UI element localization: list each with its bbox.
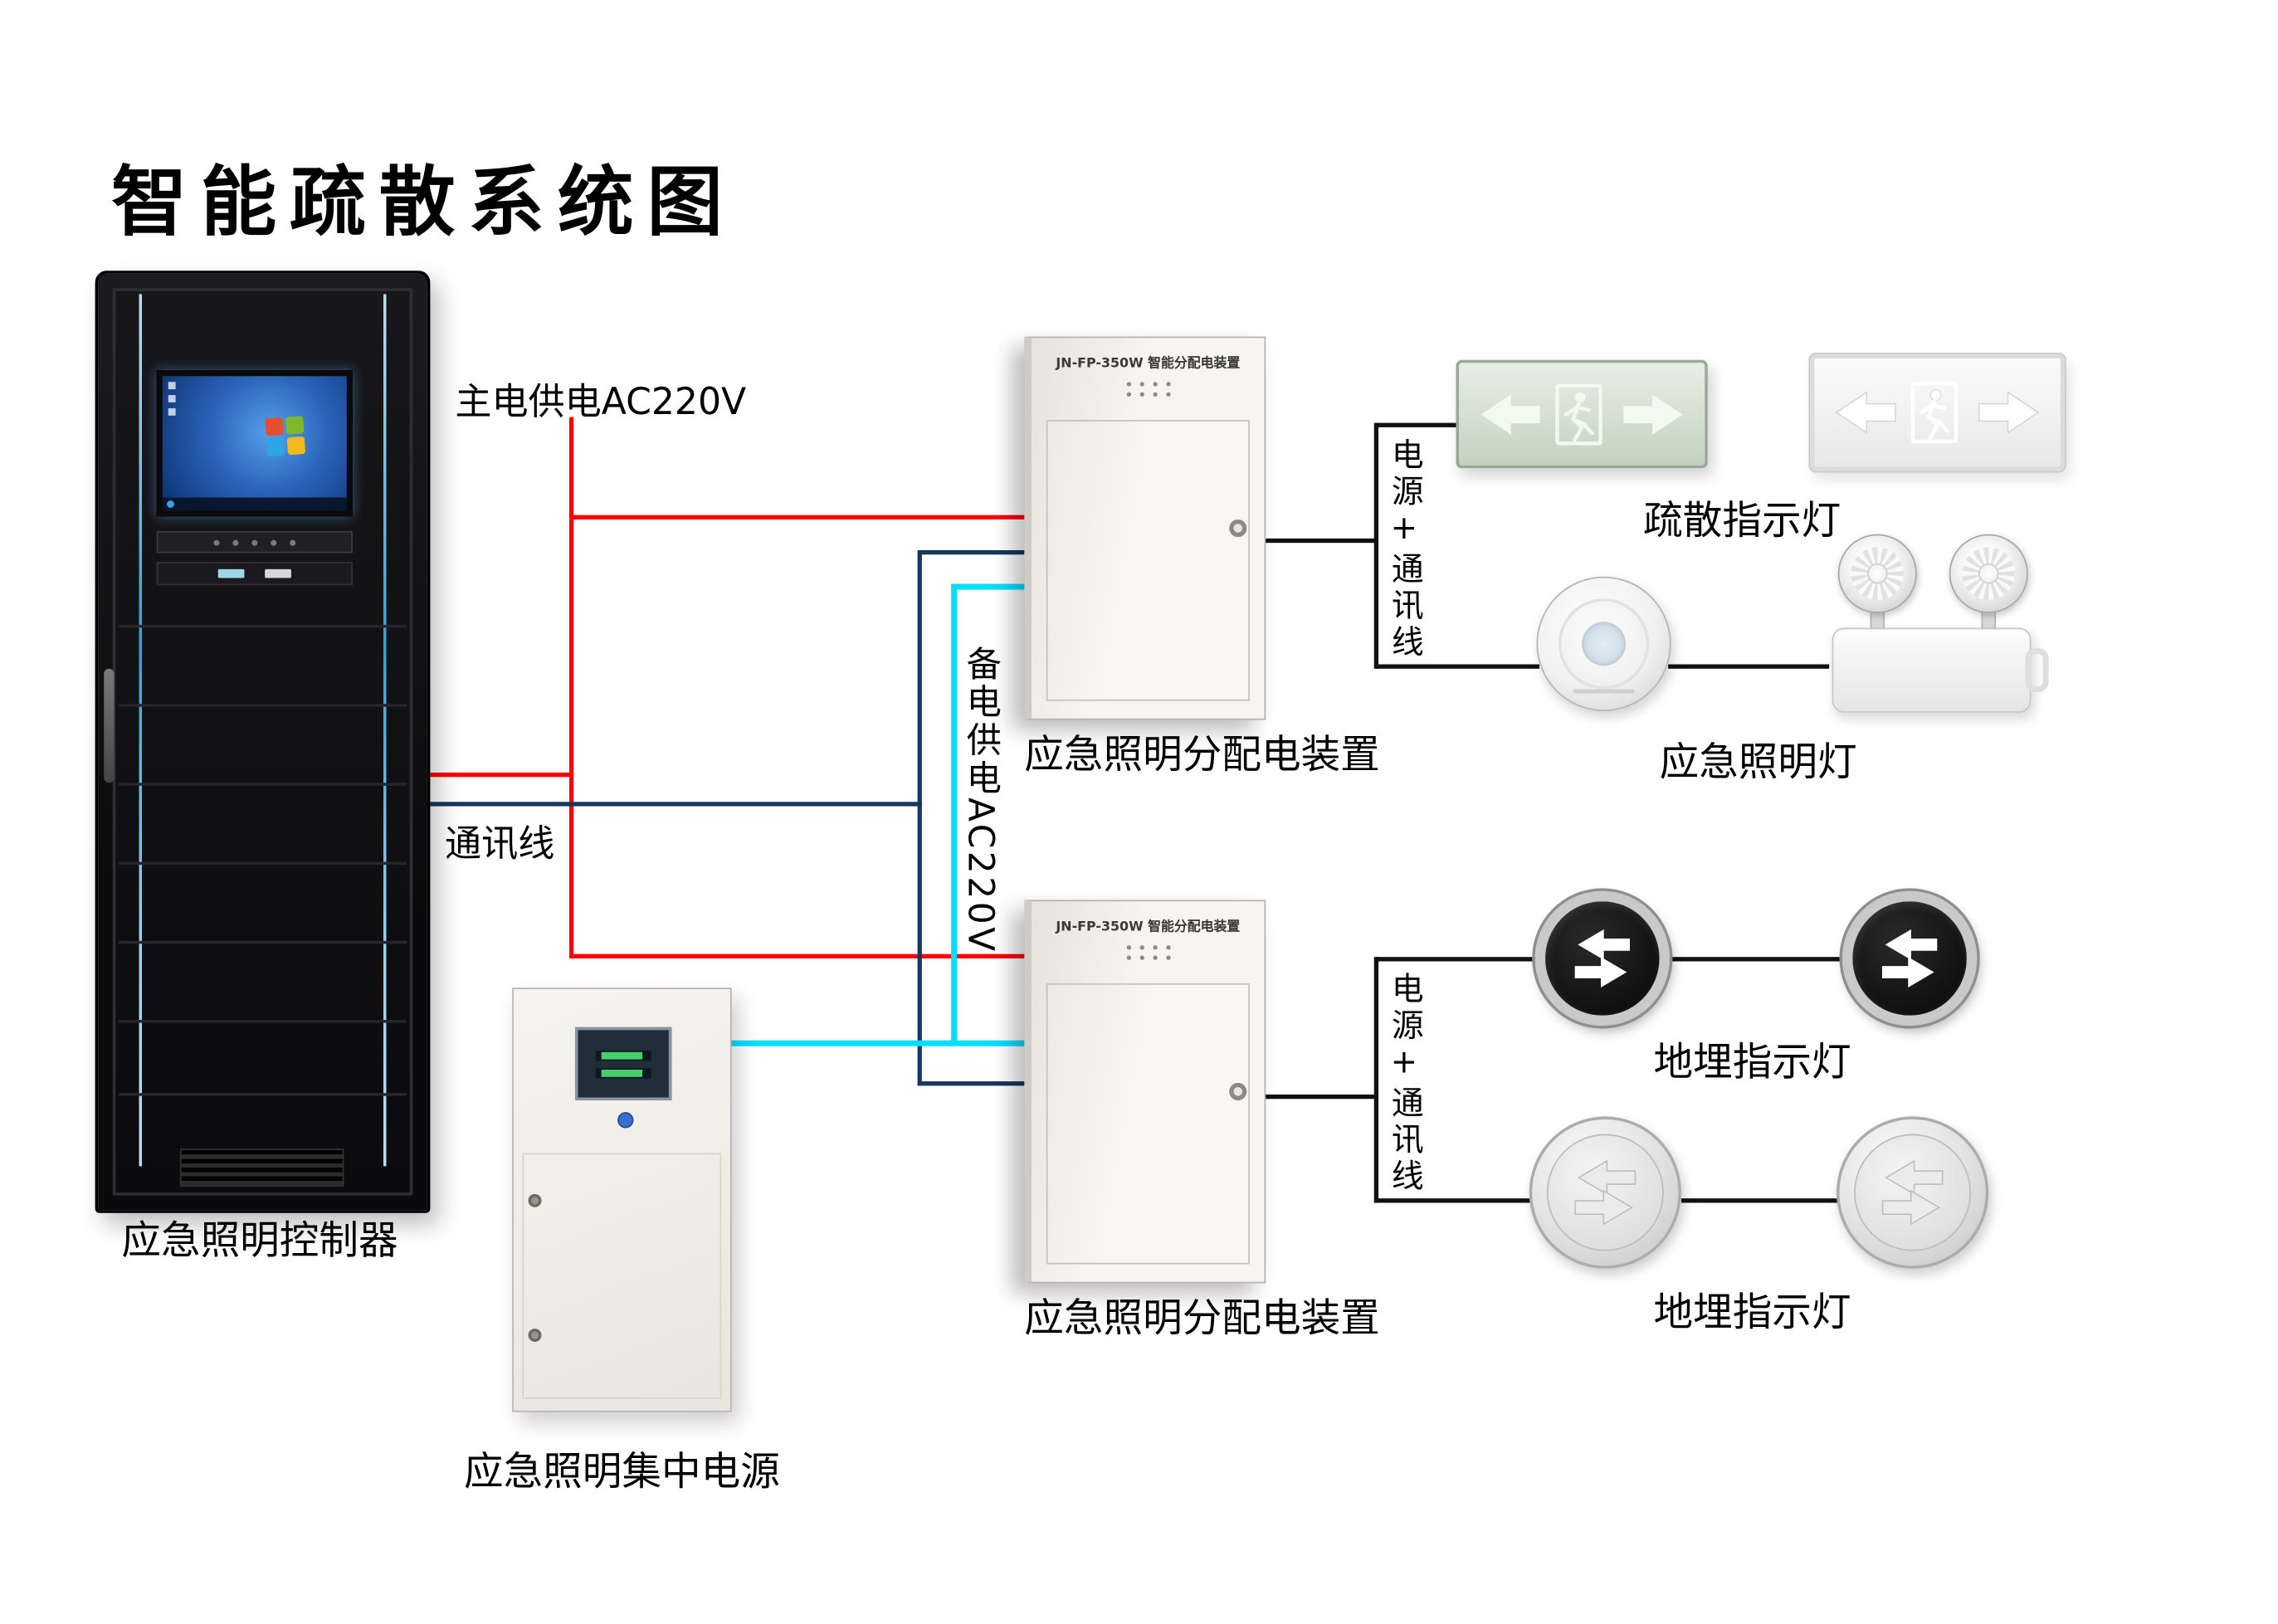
ground-light-lens [1546,1134,1664,1251]
lamp-handle [2025,648,2049,693]
lamp-body [1832,627,2032,713]
power-button [617,1112,634,1129]
comm-wire-vertical [917,550,922,1086]
ground-light-1-label: 地埋指示灯 [1653,1040,1851,1086]
lamp-head-icon [1949,534,2028,613]
rack-door-handle [104,668,115,783]
main-power-label: 主电供电AC220V [455,380,747,423]
distribution-box-2: JN-FP-350W 智能分配电装置 [1024,900,1266,1284]
branch1-label: 电源+通讯线 [1385,437,1422,662]
comm-line-label: 通讯线 [445,822,555,866]
distribution-box-indicators [1032,382,1264,397]
central-power-cabinet [512,988,732,1412]
desktop-icon [168,407,176,416]
rack-seam [118,624,407,628]
twin-head-emergency-light [1827,534,2049,717]
comm-wire-from-rack [424,802,922,807]
rack-seam [118,704,407,707]
windows-logo-icon [264,415,308,459]
backup-wire-vertical [951,583,958,1044]
desktop-icon [168,395,176,402]
display-readout-row [595,1067,651,1078]
exit-sign-green [1456,359,1708,469]
rack-seam [118,783,407,786]
backup-wire-to-box1 [951,583,1027,590]
branch2-wire-to-ground2 [1375,1198,1533,1203]
backup-power-label: 备电供电AC220V [959,645,1002,954]
rack-indicator-panel [156,562,353,586]
branch2-label: 电源+通讯线 [1385,971,1422,1196]
branch1-wire-from-box [1264,538,1378,544]
ground-light-2-label: 地埋指示灯 [1653,1290,1851,1336]
ground-light-metal [1529,1116,1682,1269]
rack-led-strip-left [139,294,143,1167]
ground-light-metal [1836,1116,1989,1269]
cabinet-keyhole [528,1193,542,1207]
distribution-box-lock [1229,519,1247,538]
distribution-box-panel-title: JN-FP-350W 智能分配电装置 [1056,920,1241,935]
rack-led-strip-right [383,294,387,1167]
controller-label: 应急照明控制器 [121,1218,398,1265]
distribution-box-1: JN-FP-350W 智能分配电装置 [1024,336,1266,720]
dome-brand-mark [1573,689,1635,694]
branch1-wire-to-dome [1375,664,1539,669]
main-power-wire-vertical [568,417,574,958]
emergency-dome-light [1536,576,1671,711]
branch2-wire-to-ground1 [1375,957,1539,962]
branch1-wire-to-exit-sign [1375,422,1460,427]
rack-seam [118,1020,407,1023]
cabinet-door-seam [522,1153,722,1399]
rack-seam [118,1093,407,1096]
start-orb-icon [167,500,174,508]
exit-pictogram-icon [1835,382,2040,444]
ground-light-black [1534,890,1670,1027]
ground-light-black [1841,890,1978,1027]
rack-button-panel [156,531,353,554]
dome-core [1582,622,1627,666]
central-power-label: 应急照明集中电源 [463,1450,780,1496]
distribution-box-panel-title: JN-FP-350W 智能分配电装置 [1056,357,1241,372]
exit-sign-white [1810,354,2066,471]
distribution-box-2-label: 应急照明分配电装置 [1024,1296,1380,1342]
distribution-box-door [1046,983,1250,1265]
double-arrow-icon [1574,929,1630,988]
emergency-light-label: 应急照明灯 [1659,740,1857,786]
double-arrow-icon [1881,1159,1944,1226]
wire-ground1a-to-ground1b [1668,957,1847,962]
double-arrow-icon [1881,929,1938,988]
wire-ground2a-to-ground2b [1681,1198,1840,1203]
controller-rack [95,271,431,1213]
cabinet-keyhole [528,1329,542,1342]
page-title: 智能疏散系统图 [111,158,736,247]
display-readout-row [595,1050,651,1061]
branch2-wire-from-box [1264,1094,1378,1100]
distribution-box-indicators [1032,945,1264,960]
comm-wire-to-box1 [919,550,1027,555]
distribution-box-1-label: 应急照明分配电装置 [1024,733,1380,779]
branch2-bracket-vertical [1373,957,1379,1203]
distribution-box-lock [1229,1082,1247,1101]
main-power-wire-from-rack [424,773,573,778]
rack-monitor [156,370,353,517]
backup-wire-from-cabinet [729,1040,1027,1046]
distribution-box-door [1046,420,1250,701]
desktop-icon [168,382,176,390]
comm-wire-to-box2 [919,1081,1027,1086]
wire-dome-to-twin [1668,664,1830,669]
ground-light-lens [1854,1134,1972,1251]
power-display-screen [574,1027,672,1101]
exit-sign-label: 疏散指示灯 [1643,499,1841,544]
lamp-head-icon [1837,534,1917,613]
main-power-wire-to-box1 [570,515,1027,519]
main-power-wire-to-box2 [570,953,1027,958]
exit-pictogram-icon [1480,383,1683,445]
rack-seam [118,940,407,944]
rack-seam [118,861,407,866]
branch1-bracket-vertical [1373,422,1379,669]
taskbar [162,497,347,511]
double-arrow-icon [1574,1159,1637,1226]
rack-vent-grille [179,1149,344,1188]
